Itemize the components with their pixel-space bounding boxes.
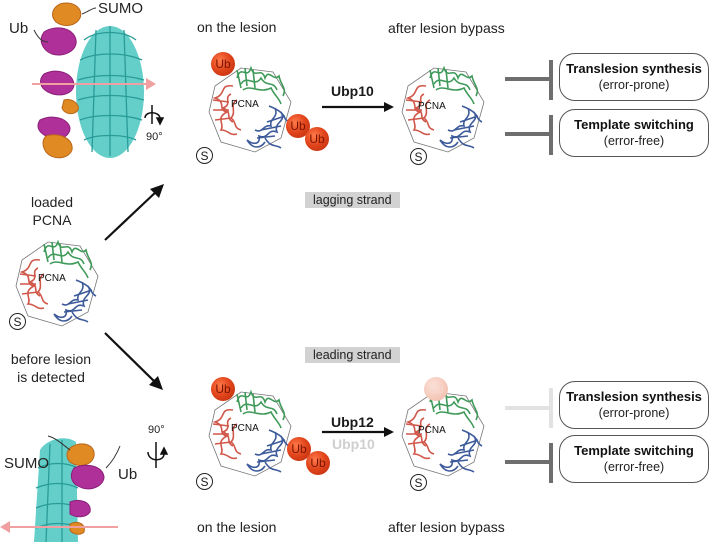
sumo-label-bottom: SUMO (4, 455, 49, 472)
enzyme-ubp10-bottom-faded: Ubp10 (332, 436, 375, 452)
outcome-box-tls-bottom: Translesion synthesis (error-prone) (559, 381, 709, 429)
ub-chain-2-bottom: Ub (306, 451, 330, 475)
outcome-subtitle: (error-free) (603, 460, 665, 474)
enzyme-ubp10-top: Ubp10 (331, 83, 374, 99)
outcome-title: Template switching (574, 443, 694, 458)
arrow-ubp10-top (322, 102, 394, 112)
rotation-angle-top: 90° (146, 131, 163, 143)
inhibit-ts-top (505, 115, 553, 155)
inhibit-ts-bottom (505, 443, 553, 483)
inhibit-tls-bottom-faded (505, 388, 553, 428)
ub-label-bottom: Ub (118, 466, 138, 483)
lagging-strand-label: lagging strand (305, 192, 400, 208)
pcna-label: PCNA (418, 425, 446, 436)
outcome-title: Translesion synthesis (566, 61, 702, 76)
ub-mono-faded-bottom: Ub (424, 377, 448, 401)
loaded-pcna-line1: loaded (30, 194, 74, 210)
enzyme-ubp12-bottom: Ubp12 (331, 414, 374, 430)
outcome-subtitle: (error-prone) (598, 406, 670, 420)
pcna-ring-after-bypass-top: PCNA (398, 67, 488, 160)
arrow-to-lagging (104, 184, 164, 241)
before-lesion-label: before lesion is detected (0, 350, 102, 386)
loaded-pcna-line2: PCNA (32, 212, 72, 228)
ub-mono-top: Ub (211, 52, 235, 76)
ub-domain-top (40, 27, 77, 56)
structure-view-bottom: SUMO Ub 90° (0, 420, 190, 543)
sumo-mark: S (9, 313, 26, 330)
pcna-trimer-side-view (76, 26, 145, 158)
sumo-label-top: SUMO (98, 0, 143, 17)
pcna-label: PCNA (418, 101, 446, 112)
pcna-ring-on-lesion-top: PCNA (205, 67, 295, 160)
rotation-axis-icon (144, 105, 165, 126)
on-lesion-label-bottom: on the lesion (197, 519, 277, 535)
outcome-box-tls-top: Translesion synthesis (error-prone) (559, 53, 709, 101)
ub-chain-2-top: Ub (305, 127, 329, 151)
inhibit-tls-top (505, 60, 553, 100)
arrow-ubp12-bottom (322, 427, 394, 437)
sumo-mark: S (410, 474, 427, 491)
sumo-mark: S (196, 473, 213, 490)
sumo-domain-bottom (66, 443, 95, 466)
pcna-ub-sumo-structure-bottom (0, 435, 169, 543)
before-lesion-line2: is detected (17, 369, 85, 385)
structure-view-top: SUMO Ub 90° (0, 0, 190, 170)
outcome-subtitle: (error-free) (603, 134, 665, 148)
sumo-domain-top (52, 2, 82, 26)
arrow-to-leading (104, 332, 163, 390)
sumo-mark: S (196, 147, 213, 164)
leading-strand-label: leading strand (305, 347, 400, 363)
outcome-title: Translesion synthesis (566, 389, 702, 404)
pcna-ring-loaded: PCNA (10, 236, 100, 327)
outcome-box-ts-top: Template switching (error-free) (559, 109, 709, 157)
ub-mono-bottom: Ub (211, 377, 235, 401)
sumo-mark: S (410, 148, 427, 165)
pcna-ring-on-lesion-bottom: PCNA (205, 391, 295, 484)
outcome-subtitle: (error-prone) (598, 78, 670, 92)
on-lesion-label-top: on the lesion (197, 19, 277, 35)
outcome-box-ts-bottom: Template switching (error-free) (559, 435, 709, 483)
pcna-ub-sumo-structure-top (32, 2, 165, 159)
ub-domain-bottom (70, 464, 105, 490)
loaded-pcna-label: loaded PCNA (22, 193, 82, 229)
outcome-title: Template switching (574, 117, 694, 132)
ub-chain-1-bottom: Ub (287, 437, 311, 461)
pcna-label: PCNA (231, 423, 259, 434)
ub-label-top: Ub (9, 20, 29, 37)
before-lesion-line1: before lesion (10, 351, 92, 367)
rotation-axis-icon (147, 442, 169, 468)
pcna-ring-after-bypass-bottom: PCNA (398, 391, 488, 484)
after-bypass-label-top: after lesion bypass (388, 20, 505, 36)
after-bypass-label-bottom: after lesion bypass (388, 519, 505, 535)
pcna-label: PCNA (231, 99, 259, 110)
pcna-label: PCNA (38, 273, 66, 284)
rotation-angle-bottom: 90° (148, 424, 165, 436)
